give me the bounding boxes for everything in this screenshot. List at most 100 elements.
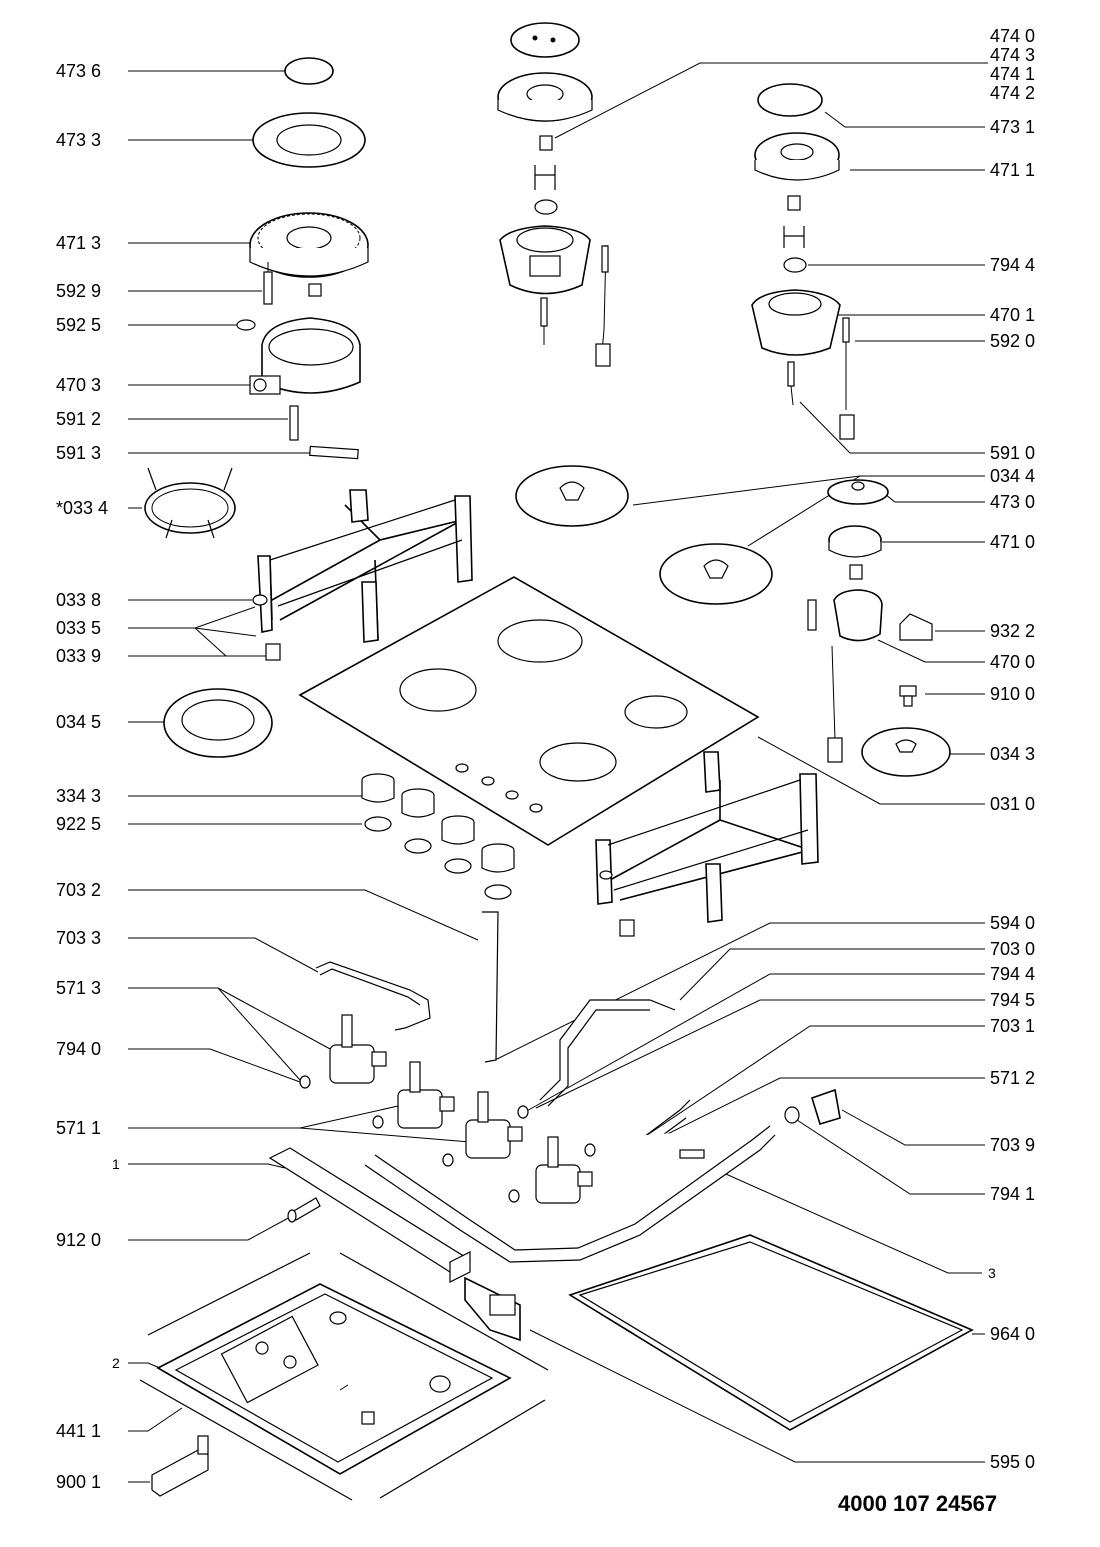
right-seal bbox=[783, 257, 807, 273]
knob-2 bbox=[401, 788, 435, 818]
center-burner-body bbox=[499, 225, 591, 295]
label-2: 2 bbox=[112, 1355, 120, 1371]
mounting-bracket bbox=[151, 1435, 209, 1497]
label-033-4-star: *033 4 bbox=[56, 498, 108, 518]
label-794-5: 794 5 bbox=[990, 990, 1035, 1010]
label-470-0: 470 0 bbox=[990, 652, 1035, 672]
bottom-tray bbox=[156, 1283, 512, 1475]
right-injector bbox=[787, 195, 801, 211]
valve-2 bbox=[397, 1061, 455, 1129]
label-932-2: 932 2 bbox=[990, 621, 1035, 641]
small-burner-cap bbox=[827, 479, 889, 505]
label-474-2: 474 2 bbox=[990, 83, 1035, 103]
label-473-1: 473 1 bbox=[990, 117, 1035, 137]
label-470-3: 470 3 bbox=[56, 375, 101, 395]
label-703-1: 703 1 bbox=[990, 1016, 1035, 1036]
left-callouts: 473 6 473 3 471 3 592 9 592 5 470 3 591 … bbox=[56, 61, 479, 1492]
knob-4 bbox=[481, 843, 515, 873]
center-burner-cap bbox=[510, 22, 580, 58]
label-592-5: 592 5 bbox=[56, 315, 101, 335]
center-injector bbox=[539, 135, 553, 151]
label-571-1: 571 1 bbox=[56, 1118, 101, 1138]
center-electrode bbox=[540, 297, 548, 345]
small-burner-body bbox=[807, 589, 883, 642]
label-910-0: 910 0 bbox=[990, 684, 1035, 704]
label-3: 3 bbox=[988, 1265, 996, 1281]
thermocouple-left bbox=[289, 405, 299, 441]
large-burner-cap bbox=[284, 57, 334, 85]
label-474-1: 474 1 bbox=[990, 64, 1035, 84]
trivet-plate-2 bbox=[659, 543, 773, 605]
label-471-0: 471 0 bbox=[990, 532, 1035, 552]
pan-support-left bbox=[257, 489, 473, 643]
injector-left bbox=[308, 283, 322, 297]
cable-clip bbox=[899, 613, 933, 641]
gas-valves bbox=[299, 1014, 596, 1204]
label-031-0: 031 0 bbox=[990, 794, 1035, 814]
label-473-3: 473 3 bbox=[56, 130, 101, 150]
label-571-3: 571 3 bbox=[56, 978, 101, 998]
right-burner-body bbox=[751, 289, 841, 356]
bumper-right bbox=[619, 919, 635, 937]
label-033-9: 033 9 bbox=[56, 646, 101, 666]
right-burner-head bbox=[754, 132, 840, 181]
edge-strips bbox=[139, 1252, 549, 1501]
label-595-0: 595 0 bbox=[990, 1452, 1035, 1472]
electrode-left bbox=[263, 262, 273, 305]
rubber-foot-right bbox=[599, 870, 613, 880]
label-471-1: 471 1 bbox=[990, 160, 1035, 180]
label-474-0: 474 0 bbox=[990, 26, 1035, 46]
trivet-plate-1 bbox=[515, 465, 629, 527]
center-seal bbox=[534, 199, 558, 215]
center-thermocouple bbox=[595, 244, 611, 367]
wok-ring bbox=[144, 467, 236, 539]
label-794-0: 794 0 bbox=[56, 1039, 101, 1059]
gasket-left bbox=[236, 319, 256, 331]
label-034-4: 034 4 bbox=[990, 466, 1035, 486]
label-591-3: 591 3 bbox=[56, 443, 101, 463]
ignition-module bbox=[464, 1276, 521, 1342]
label-703-9: 703 9 bbox=[990, 1135, 1035, 1155]
manifold-bar bbox=[268, 1147, 472, 1283]
right-electrode bbox=[787, 361, 795, 406]
label-703-2: 703 2 bbox=[56, 880, 101, 900]
knobs bbox=[361, 773, 515, 900]
drip-tray-small bbox=[861, 727, 951, 777]
support-bumper bbox=[265, 643, 281, 661]
label-034-5: 034 5 bbox=[56, 712, 101, 732]
label-033-8: 033 8 bbox=[56, 590, 101, 610]
right-spring-clip bbox=[783, 226, 805, 248]
rubber-foot bbox=[252, 594, 268, 606]
screw-912 bbox=[287, 1197, 321, 1223]
label-703-0: 703 0 bbox=[990, 939, 1035, 959]
label-470-1: 470 1 bbox=[990, 305, 1035, 325]
large-burner-body bbox=[249, 317, 361, 395]
label-591-0: 591 0 bbox=[990, 443, 1035, 463]
large-burner-head bbox=[249, 212, 369, 278]
valve-4 bbox=[535, 1136, 593, 1204]
label-592-9: 592 9 bbox=[56, 281, 101, 301]
right-burner-cap bbox=[757, 83, 823, 117]
label-794-4-top: 794 4 bbox=[990, 255, 1035, 275]
label-571-2: 571 2 bbox=[990, 1068, 1035, 1088]
label-471-3: 471 3 bbox=[56, 233, 101, 253]
knob-1 bbox=[361, 773, 395, 803]
label-594-0: 594 0 bbox=[990, 913, 1035, 933]
label-591-2: 591 2 bbox=[56, 409, 101, 429]
small-thermocouple bbox=[827, 645, 843, 763]
right-thermocouple bbox=[839, 317, 855, 440]
document-number: 4000 107 24567 bbox=[838, 1491, 997, 1516]
seal-gasket-964 bbox=[568, 1234, 974, 1431]
label-473-6: 473 6 bbox=[56, 61, 101, 81]
label-1: 1 bbox=[112, 1156, 120, 1172]
drip-tray-large bbox=[163, 688, 273, 758]
label-592-0: 592 0 bbox=[990, 331, 1035, 351]
label-912-0: 912 0 bbox=[56, 1230, 101, 1250]
label-033-5: 033 5 bbox=[56, 618, 101, 638]
label-473-0: 473 0 bbox=[990, 492, 1035, 512]
hob-top-plate bbox=[298, 576, 760, 846]
label-034-3: 034 3 bbox=[990, 744, 1035, 764]
label-334-3: 334 3 bbox=[56, 786, 101, 806]
clip-left bbox=[309, 445, 359, 460]
